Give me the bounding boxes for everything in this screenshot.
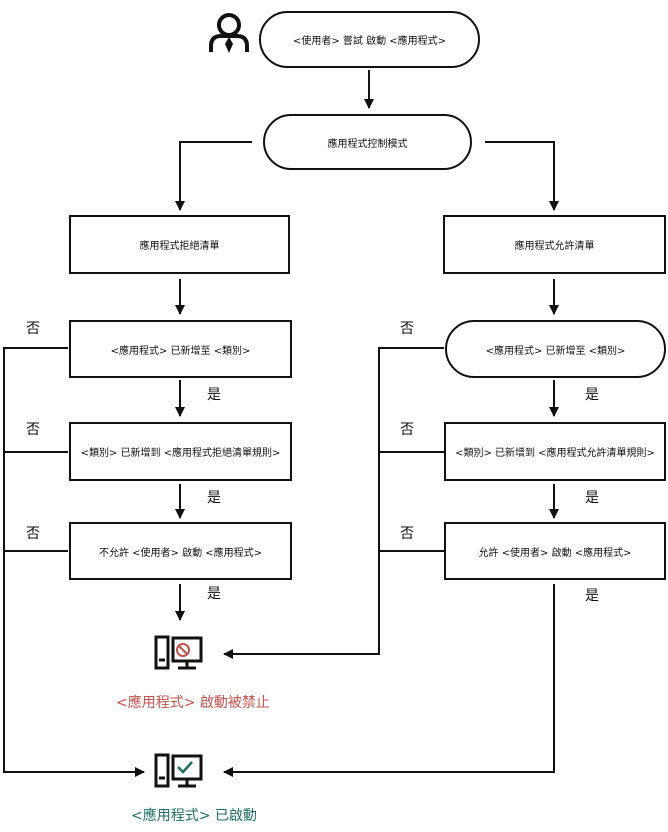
denylist-node: 應用程式拒絕清單 [69,215,290,274]
deny-user-not-allowed-node: 不允許 <使用者> 啟動 <應用程式> [69,522,292,580]
user-icon [209,13,249,53]
arrow-deny-no-to-started [3,347,145,777]
yes-label: 是 [207,387,221,403]
computer-allowed-icon [154,753,203,788]
yes-label: 是 [585,490,599,506]
started-caption: <應用程式> 已啟動 [131,808,257,824]
yes-label: 是 [207,490,221,506]
no-label: 否 [26,321,40,337]
no-label: 否 [26,526,40,542]
no-label: 否 [400,422,414,438]
allow-category-in-rules-node: <類別> 已新增到 <應用程式允許清單規則> [444,422,666,481]
mode-node: 應用程式控制模式 [263,114,472,170]
deny-added-to-category-node: <應用程式> 已新增至 <類別> [69,320,292,378]
allow-user-allowed-node: 允許 <使用者> 啟動 <應用程式> [444,522,666,580]
allow-added-to-category-node: <應用程式> 已新增至 <類別> [445,320,666,378]
no-label: 否 [400,526,414,542]
arrow-allow-user-yes-to-started [223,584,555,777]
no-label: 否 [26,422,40,438]
start-node: <使用者> 嘗試 啟動 <應用程式> [259,11,480,68]
yes-label: 是 [585,387,599,403]
arrow-mode-to-allowlist [485,141,559,211]
arrow-allow-no-to-blocked [223,347,444,659]
deny-category-in-rules-node: <類別> 已新增到 <應用程式拒絕清單規則> [69,422,292,481]
no-label: 否 [400,321,414,337]
arrow-mode-to-denylist [175,141,252,211]
yes-label: 是 [585,588,599,604]
allowlist-node: 應用程式允許清單 [443,215,666,274]
computer-blocked-icon [154,635,203,670]
yes-label: 是 [207,586,221,602]
blocked-caption: <應用程式> 啟動被禁止 [116,695,270,711]
